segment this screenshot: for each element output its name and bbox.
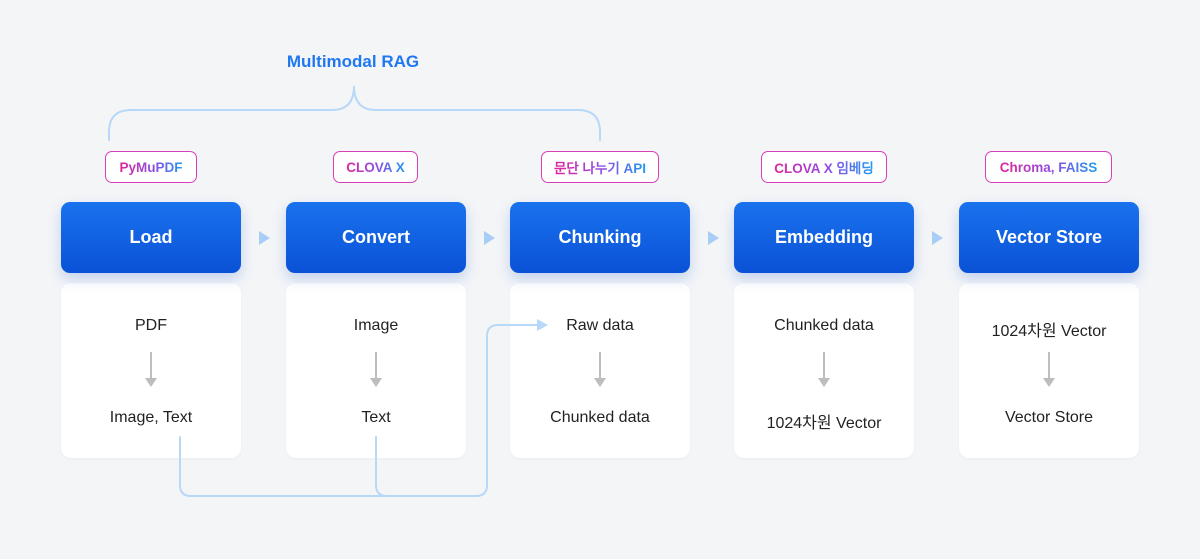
stage-input: PDF <box>135 317 167 334</box>
stage-output: Chunked data <box>550 409 650 426</box>
stage-output: Vector Store <box>1004 409 1094 426</box>
stage-card-convert: Image Text <box>286 283 466 458</box>
stage-input: Image <box>353 317 399 334</box>
tool-badge-paragraph-api: 문단 나누기 API <box>541 151 659 183</box>
down-arrow-icon <box>594 352 606 390</box>
stage-output: 1024차원 Vector <box>766 415 882 432</box>
down-arrow-icon <box>818 352 830 390</box>
stage-chunking: Chunking <box>510 202 690 273</box>
stage-convert: Convert <box>286 202 466 273</box>
stage-input: 1024차원 Vector <box>991 323 1107 340</box>
tool-badge-label: CLOVA X <box>346 159 405 175</box>
tool-badge-clova-x-embedding: CLOVA X 임베딩 <box>761 151 887 183</box>
stage-card-vector-store: 1024차원 Vector Vector Store <box>959 283 1139 458</box>
flow-arrow-icon <box>932 231 943 245</box>
tool-badge-clova-x: CLOVA X <box>333 151 418 183</box>
flow-arrow-icon <box>708 231 719 245</box>
stage-card-embedding: Chunked data 1024차원 Vector <box>734 283 914 458</box>
tool-badge-label: PyMuPDF <box>119 159 183 175</box>
tool-badge-label: Chroma, FAISS <box>999 159 1098 175</box>
multimodal-rag-bracket <box>108 85 601 141</box>
stage-embedding: Embedding <box>734 202 914 273</box>
stage-card-chunking: Raw data Chunked data <box>510 283 690 458</box>
down-arrow-icon <box>370 352 382 390</box>
stage-output: Image, Text <box>109 409 193 426</box>
tool-badge-label: 문단 나누기 API <box>554 157 646 177</box>
down-arrow-icon <box>145 352 157 390</box>
stage-input: Chunked data <box>774 317 874 334</box>
stage-output: Text <box>361 409 391 426</box>
tool-badge-pymupdf: PyMuPDF <box>105 151 197 183</box>
tool-badge-label: CLOVA X 임베딩 <box>774 157 874 177</box>
stage-input: Raw data <box>566 317 634 334</box>
stage-vector-store: Vector Store <box>959 202 1139 273</box>
down-arrow-icon <box>1043 352 1055 390</box>
tool-badge-chroma-faiss: Chroma, FAISS <box>985 151 1112 183</box>
flow-arrow-icon <box>484 231 495 245</box>
stage-card-load: PDF Image, Text <box>61 283 241 458</box>
flow-arrow-icon <box>259 231 270 245</box>
multimodal-rag-label: Multimodal RAG <box>286 52 420 71</box>
stage-load: Load <box>61 202 241 273</box>
